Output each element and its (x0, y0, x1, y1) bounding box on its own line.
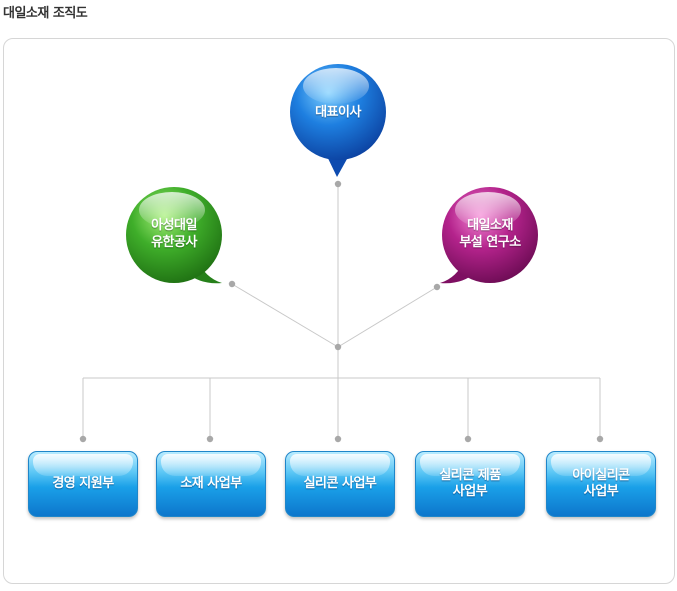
connector-dot (206, 435, 214, 443)
ceo-bubble[interactable] (290, 64, 386, 177)
ceo-label-text: 대표이사 (315, 105, 361, 120)
connector-dot (334, 180, 342, 188)
dept-label: 실리콘 사업부 (303, 476, 377, 491)
connector-dot (596, 435, 604, 443)
connector-dot (464, 435, 472, 443)
connector-dot (433, 283, 441, 291)
affiliate-label-line1: 아성대일 (151, 218, 197, 233)
connector-research (337, 286, 438, 348)
connector-dot (228, 280, 236, 288)
dept-materials[interactable]: 소재 사업부 (156, 451, 266, 517)
ceo-label: 대표이사 (300, 104, 376, 121)
connector-dot (334, 343, 342, 351)
dept-label: 실리콘 제품 사업부 (439, 468, 501, 499)
page-title: 대일소재 조직도 (3, 6, 88, 21)
dept-label: 아이실리콘 사업부 (572, 468, 630, 499)
connector-affiliate (231, 283, 339, 348)
affiliate-label-line2: 유한공사 (151, 235, 197, 250)
affiliate-label: 아성대일 유한공사 (130, 217, 218, 251)
research-label: 대일소재 부설 연구소 (442, 217, 538, 251)
dept-label: 경영 지원부 (52, 476, 114, 491)
connector-dot (334, 435, 342, 443)
research-label-line1: 대일소재 (467, 218, 513, 233)
affiliate-bubble[interactable] (126, 187, 222, 284)
dept-management-support[interactable]: 경영 지원부 (28, 451, 138, 517)
research-label-line2: 부설 연구소 (459, 235, 521, 250)
research-bubble[interactable] (440, 187, 538, 284)
dept-silicone-products[interactable]: 실리콘 제품 사업부 (415, 451, 525, 517)
connector-dot (79, 435, 87, 443)
dept-silicone[interactable]: 실리콘 사업부 (285, 451, 395, 517)
dept-label: 소재 사업부 (180, 476, 242, 491)
dept-isilicone[interactable]: 아이실리콘 사업부 (546, 451, 656, 517)
